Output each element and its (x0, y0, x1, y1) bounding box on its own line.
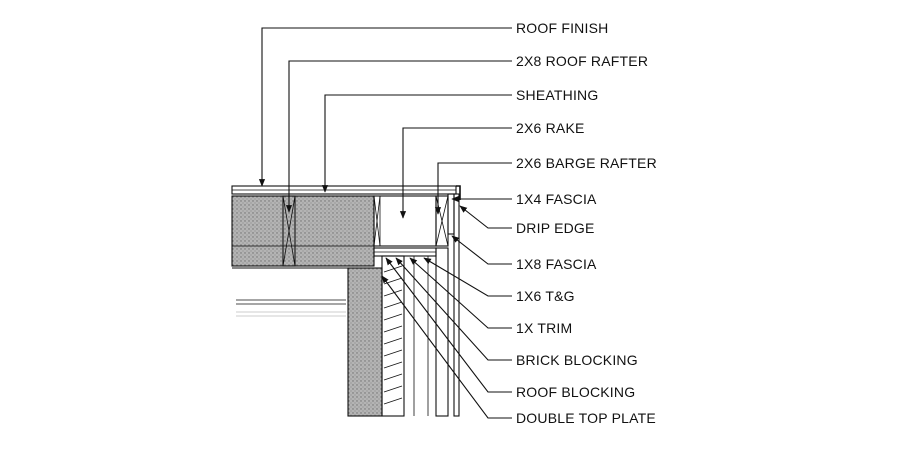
leader-sheathing (321, 94, 512, 193)
label-brick-blocking: BRICK BLOCKING (516, 352, 638, 368)
label-1x8-fascia: 1X8 FASCIA (516, 256, 597, 272)
fascia-boards (447, 185, 461, 417)
label-drip-edge: DRIP EDGE (516, 220, 595, 236)
label-roof-finish: ROOF FINISH (516, 20, 608, 36)
leader-double-top-plate (381, 275, 512, 419)
label-1x-trim: 1X TRIM (516, 320, 572, 336)
leader-brick-blocking (395, 257, 512, 361)
label-1x4-fascia: 1X4 FASCIA (516, 191, 597, 207)
ceiling-opening (236, 299, 346, 317)
rafter-insulation (231, 195, 375, 267)
label-barge-rafter: 2X6 BARGE RAFTER (516, 155, 657, 171)
label-sheathing: SHEATHING (516, 87, 598, 103)
wall-blocking-hatch (383, 265, 403, 405)
leader-drip-edge (459, 205, 512, 229)
leader-1x-trim (409, 257, 512, 329)
wall-section (232, 247, 449, 417)
leader-1x6-tg (423, 257, 512, 297)
leader-roof-rafter (285, 60, 512, 213)
rake-section (373, 195, 437, 247)
leader-roof-finish (258, 27, 512, 187)
leader-lines (258, 27, 512, 419)
leader-1x8-fascia (451, 235, 512, 265)
label-double-top-plate: DOUBLE TOP PLATE (516, 410, 656, 426)
callout-labels: ROOF FINISH 2X8 ROOF RAFTER SHEATHING 2X… (516, 20, 657, 426)
leader-barge-rafter (434, 162, 512, 215)
label-1x6-tg: 1X6 T&G (516, 288, 575, 304)
label-roof-rafter: 2X8 ROOF RAFTER (516, 53, 648, 69)
leader-rake (399, 127, 512, 219)
label-rake: 2X6 RAKE (516, 120, 585, 136)
leader-roof-blocking (385, 257, 512, 393)
roof-layers (231, 185, 457, 195)
label-roof-blocking: ROOF BLOCKING (516, 384, 635, 400)
